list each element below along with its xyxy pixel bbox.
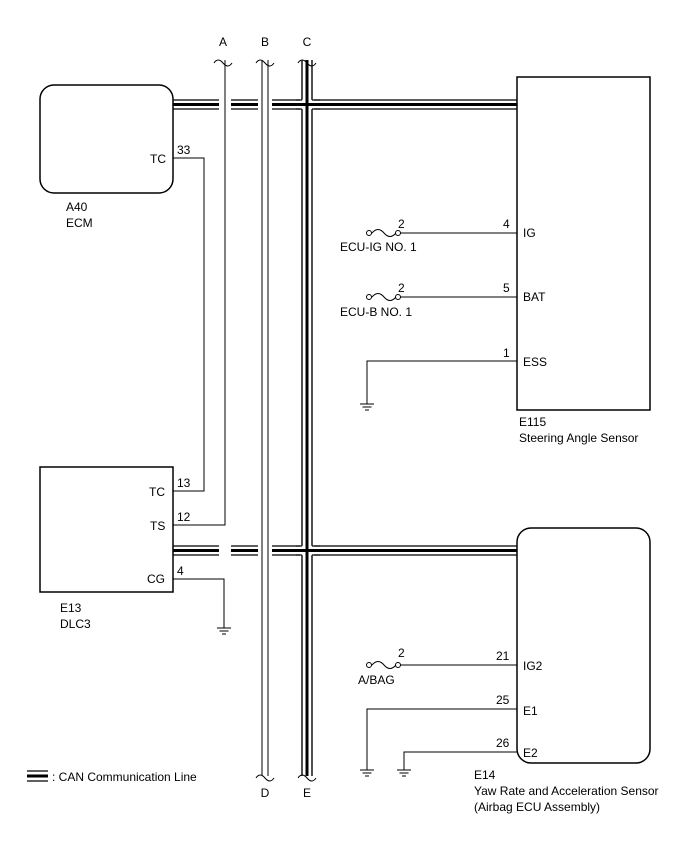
break-mark-b-top bbox=[255, 59, 275, 67]
steering-sensor-box bbox=[516, 76, 651, 411]
steering-ig-pin: 4 bbox=[503, 217, 510, 231]
ground-icon bbox=[360, 769, 374, 777]
steering-code: E115 bbox=[519, 415, 546, 429]
ecm-box bbox=[39, 84, 174, 194]
dlc3-name: DLC3 bbox=[60, 617, 91, 631]
dlc3-tc-label: TC bbox=[149, 485, 165, 499]
dlc3-cg-label: CG bbox=[147, 572, 165, 586]
wire-e2 bbox=[403, 751, 517, 770]
can-line-legend-icon bbox=[27, 770, 48, 782]
bus-label-e: E bbox=[303, 786, 311, 800]
yaw-e1-label: E1 bbox=[523, 704, 538, 718]
steering-bat-pin: 5 bbox=[503, 281, 510, 295]
wire-cg bbox=[173, 578, 225, 628]
bus-label-c: C bbox=[303, 35, 312, 49]
yaw-ig2-label: IG2 bbox=[523, 659, 543, 673]
fuse-icon bbox=[366, 661, 401, 669]
bus-label-a: A bbox=[219, 35, 227, 49]
wire-a-ts bbox=[173, 60, 226, 526]
fuse-icon bbox=[366, 293, 401, 301]
fuse-abag-pin: 2 bbox=[398, 646, 405, 660]
yaw-ig2-pin: 21 bbox=[496, 649, 510, 663]
ecm-name: ECM bbox=[66, 216, 93, 230]
steering-bat-label: BAT bbox=[523, 290, 546, 304]
break-mark-a bbox=[213, 59, 233, 67]
dlc3-ts-label: TS bbox=[150, 519, 165, 533]
wire-tc bbox=[173, 157, 205, 492]
fuse-abag-name: A/BAG bbox=[358, 673, 395, 687]
yaw-name: Yaw Rate and Acceleration Sensor bbox=[474, 784, 659, 798]
steering-ig-label: IG bbox=[523, 226, 536, 240]
ecm-tc-label: TC bbox=[150, 152, 166, 166]
steering-ess-label: ESS bbox=[523, 355, 547, 369]
bus-label-b: B bbox=[261, 35, 269, 49]
ground-icon bbox=[217, 627, 231, 635]
ecm-tc-pin: 33 bbox=[177, 143, 191, 157]
bus-label-d: D bbox=[261, 786, 270, 800]
dlc3-tc-pin: 13 bbox=[177, 476, 191, 490]
fuse-ecu-b-pin: 2 bbox=[398, 281, 405, 295]
wire-e1 bbox=[366, 708, 517, 770]
fuse-ecu-b-name: ECU-B NO. 1 bbox=[340, 305, 412, 319]
yaw-e2-label: E2 bbox=[523, 746, 538, 760]
steering-name: Steering Angle Sensor bbox=[519, 431, 638, 445]
dlc3-code: E13 bbox=[60, 601, 82, 615]
dlc3-cg-pin: 4 bbox=[177, 564, 184, 578]
dlc3-ts-pin: 12 bbox=[177, 510, 191, 524]
break-mark-e bbox=[297, 774, 317, 782]
break-mark-d bbox=[255, 774, 275, 782]
yaw-e1-pin: 25 bbox=[496, 693, 510, 707]
dlc3-box bbox=[39, 466, 174, 593]
ground-icon bbox=[360, 403, 374, 411]
fuse-ecu-ig-pin: 2 bbox=[398, 217, 405, 231]
wire-ess bbox=[366, 360, 517, 404]
yaw-sub: (Airbag ECU Assembly) bbox=[474, 800, 600, 814]
ground-icon bbox=[397, 769, 411, 777]
steering-ess-pin: 1 bbox=[503, 346, 510, 360]
yaw-e2-pin: 26 bbox=[496, 736, 510, 750]
ecm-code: A40 bbox=[66, 200, 88, 214]
fuse-icon bbox=[366, 229, 401, 237]
legend-text: : CAN Communication Line bbox=[52, 770, 197, 784]
yaw-sensor-box bbox=[516, 527, 651, 764]
fuse-ecu-ig-name: ECU-IG NO. 1 bbox=[340, 240, 417, 254]
yaw-code: E14 bbox=[474, 768, 496, 782]
